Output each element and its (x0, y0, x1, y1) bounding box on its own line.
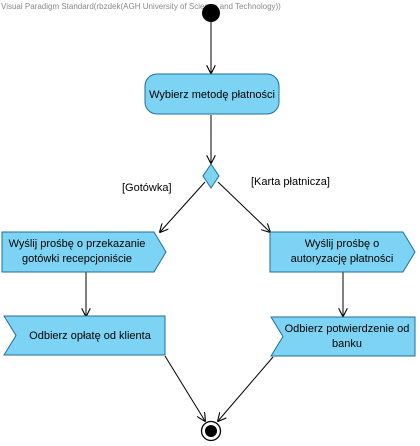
edge-decision-to-cash (160, 181, 206, 232)
send-cash-request-line1: Wyślij prośbę o przekazanie (9, 238, 146, 250)
action-choose-payment-label: Wybierz metodę płatności (149, 89, 275, 101)
receive-confirmation-line1: Odbierz potwierdzenie od (285, 323, 410, 335)
guard-card: [Karta płatnicza] (251, 176, 330, 188)
receive-payment-label: Odbierz opłatę od klienta (29, 330, 152, 342)
action-choose-payment[interactable]: Wybierz metodę płatności (144, 73, 280, 115)
watermark: Visual Paradigm Standard(rbzdek(AGH Univ… (1, 2, 281, 11)
action-send-auth-request[interactable]: Wyślij prośbę o autoryzację płatności (269, 231, 416, 273)
initial-node[interactable] (202, 4, 220, 22)
receive-confirmation-line2: banku (332, 338, 362, 350)
edge-receive-to-final (164, 355, 205, 421)
action-send-cash-request[interactable]: Wyślij prośbę o przekazanie gotówki rece… (1, 231, 167, 273)
send-auth-request-line2: autoryzację płatności (291, 253, 394, 265)
edge-decision-to-card (217, 181, 270, 232)
final-node[interactable] (200, 420, 222, 442)
send-cash-request-line2: gotówki recepcjoniście (22, 253, 132, 265)
guard-cash: [Gotówka] (122, 182, 172, 194)
decision-node[interactable] (202, 163, 220, 189)
action-receive-confirmation[interactable]: Odbierz potwierdzenie od banku (270, 316, 416, 357)
action-receive-payment[interactable]: Odbierz opłatę od klienta (3, 315, 166, 356)
send-auth-request-line1: Wyślij prośbę o (305, 238, 379, 250)
edge-confirm-to-final (218, 356, 274, 421)
